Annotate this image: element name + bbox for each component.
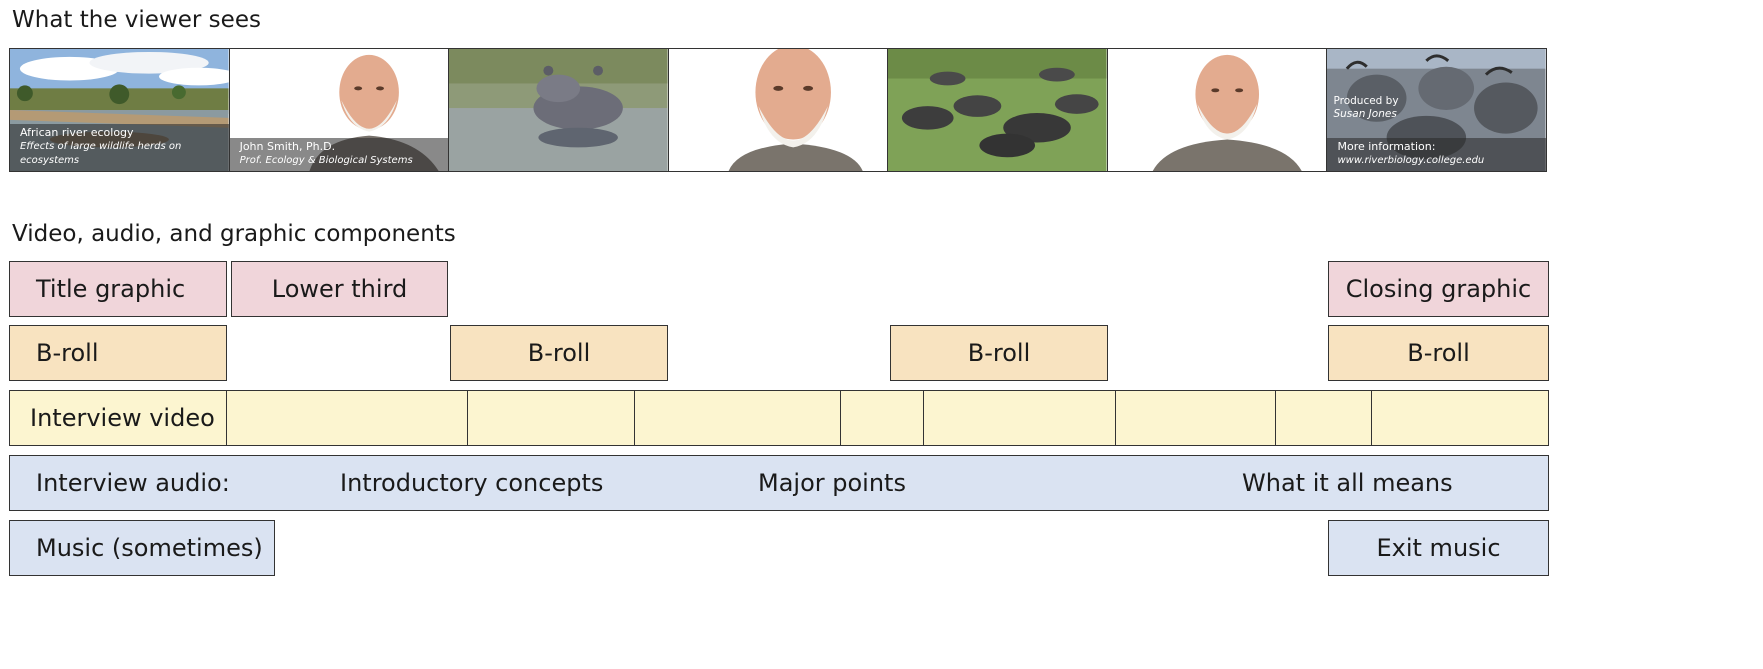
clip-divider [1371,391,1372,445]
frame-wildebeest-herd [888,49,1108,171]
frame-interviewee-lower-third: John Smith, Ph.D. Prof. Ecology & Biolog… [229,49,450,171]
b-roll-block-3: B-roll [890,325,1108,381]
producer-name: Susan Jones [1333,108,1397,120]
frame-hippo [449,49,669,171]
lower-third-caption: John Smith, Ph.D. Prof. Ecology & Biolog… [229,138,449,171]
viewer-heading: What the viewer sees [12,7,261,33]
interview-video-label: Interview video [30,404,215,432]
frame-river: African river ecology Effects of large w… [10,49,230,171]
interview-audio-label: Interview audio: [36,469,230,497]
frame-caption: African river ecology Effects of large w… [10,124,229,171]
frame-interviewee-closeup [668,49,889,171]
b-roll-label: B-roll [967,339,1031,367]
closing-graphic-block: Closing graphic [1328,261,1549,317]
caption-subtitle: Effects of large wildlife herds on ecosy… [20,141,182,166]
components-heading: Video, audio, and graphic components [12,221,456,247]
title-graphic-block: Title graphic [9,261,227,317]
clip-divider [467,391,468,445]
more-info-label: More information: [1337,140,1436,153]
hippo-image [449,49,668,171]
music-block: Music (sometimes) [9,520,275,576]
clip-divider [226,391,227,445]
audio-section-meaning: What it all means [1242,469,1453,497]
b-roll-block-4: B-roll [1328,325,1549,381]
b-roll-label: B-roll [36,339,99,367]
filmstrip: African river ecology Effects of large w… [9,48,1547,172]
producer-credit: Produced by Susan Jones [1333,95,1398,121]
lower-third-block: Lower third [231,261,448,317]
frame-interviewee [1107,49,1328,171]
clip-divider [1275,391,1276,445]
clip-divider [634,391,635,445]
interview-audio-track: Interview audio: Introductory concepts M… [9,455,1549,511]
frame-closing: Produced by Susan Jones More information… [1327,49,1547,171]
interviewee-image [1107,49,1327,171]
lower-third-label: Lower third [271,275,408,303]
clip-divider [840,391,841,445]
more-info-url: www.riverbiology.college.edu [1337,155,1485,166]
closing-caption: More information: www.riverbiology.colle… [1327,138,1547,171]
interview-video-track: Interview video [9,390,1549,446]
caption-title: African river ecology [20,126,134,139]
wildebeest-herd-image [888,49,1107,171]
title-graphic-label: Title graphic [36,275,186,303]
clip-divider [1115,391,1116,445]
producer-label: Produced by [1333,95,1399,107]
audio-section-intro: Introductory concepts [340,469,604,497]
music-label: Music (sometimes) [36,534,263,562]
audio-section-major: Major points [758,469,906,497]
clip-divider [923,391,924,445]
b-roll-label: B-roll [1407,339,1470,367]
b-roll-block-2: B-roll [450,325,668,381]
exit-music-label: Exit music [1376,534,1501,562]
interviewee-title: Prof. Ecology & Biological Systems [239,155,413,166]
exit-music-block: Exit music [1328,520,1549,576]
b-roll-block-1: B-roll [9,325,227,381]
interviewee-name: John Smith, Ph.D. [239,140,336,153]
interviewee-closeup-image [668,49,888,171]
b-roll-label: B-roll [527,339,591,367]
closing-graphic-label: Closing graphic [1345,275,1532,303]
